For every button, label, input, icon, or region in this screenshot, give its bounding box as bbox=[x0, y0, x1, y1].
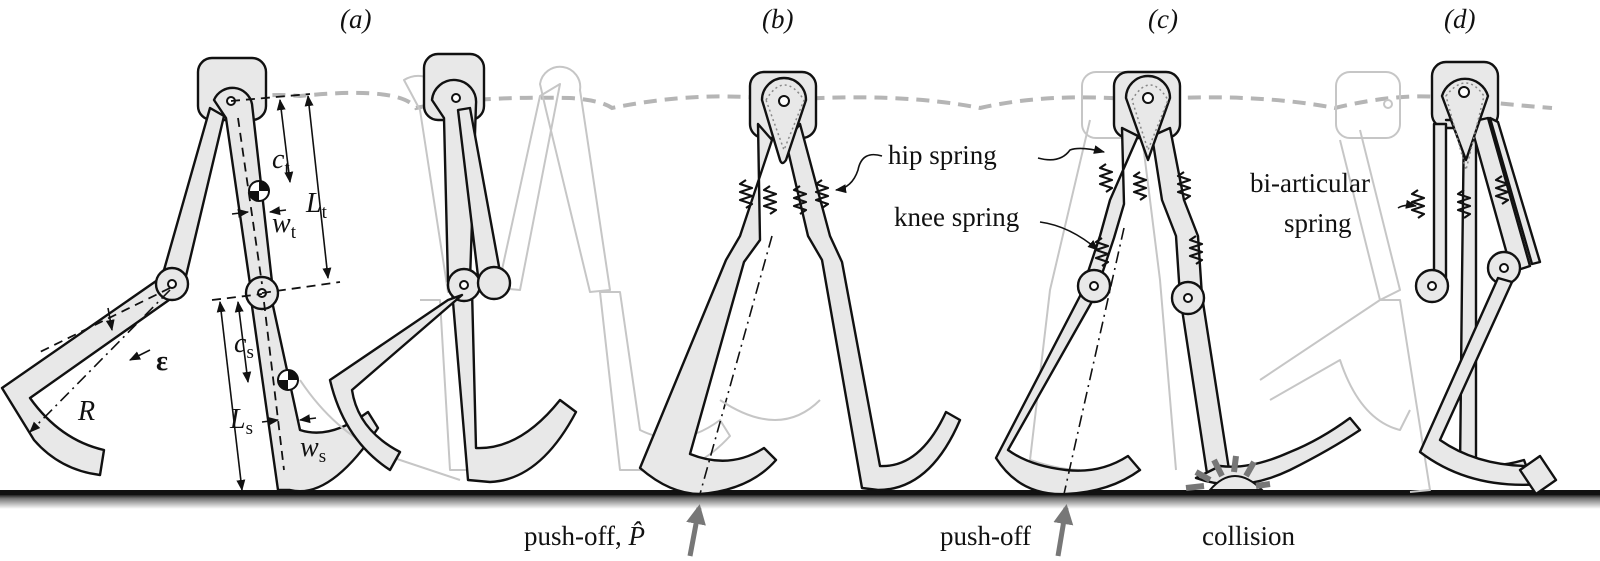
panel-label-c: (c) bbox=[1148, 4, 1178, 34]
rear-leg bbox=[638, 122, 778, 496]
push-off-line-b bbox=[699, 235, 773, 495]
label-epsilon: ε bbox=[156, 346, 168, 377]
panel-label-b: (b) bbox=[762, 4, 793, 34]
swing-knee-joint bbox=[167, 279, 177, 289]
rear-leg-c bbox=[994, 126, 1142, 496]
bi-articular-label-line2: spring bbox=[1284, 208, 1352, 238]
label-L-t: Lt bbox=[305, 188, 328, 223]
front-leg bbox=[784, 122, 962, 492]
knee-spring-label: knee spring bbox=[894, 202, 1019, 232]
swing-thigh bbox=[162, 106, 226, 278]
bi-articular-label-line1: bi-articular bbox=[1250, 168, 1370, 198]
swing-leg-d bbox=[1418, 276, 1544, 486]
ghost-poses-d bbox=[1259, 71, 1431, 493]
event-annotations: push-off, P̂ push-off collision bbox=[524, 504, 1295, 557]
panel-c-model bbox=[994, 70, 1411, 496]
label-c-s: cs bbox=[234, 328, 254, 363]
label-R: R bbox=[77, 396, 95, 427]
label-w-t: wt bbox=[272, 208, 297, 243]
hip-spring-b4 bbox=[814, 179, 830, 209]
panel-a-model bbox=[0, 56, 380, 493]
panel-a-pose2 bbox=[328, 52, 578, 484]
hip-spring-label: hip spring bbox=[888, 140, 997, 170]
collision-label: collision bbox=[1202, 521, 1295, 551]
ground bbox=[0, 490, 1600, 509]
stance-shank-foot bbox=[248, 290, 380, 493]
symbol-labels: ct Lt wt cs Ls ws ε R bbox=[77, 144, 328, 467]
bi-articular-spring-d1 bbox=[1410, 189, 1426, 219]
hip-spring-b3 bbox=[792, 185, 808, 215]
panel-label-d: (d) bbox=[1444, 4, 1475, 34]
panel-label-a: (a) bbox=[340, 4, 371, 34]
push-off-hat-label: push-off, P̂ bbox=[524, 521, 645, 551]
panel-d-model bbox=[1410, 60, 1558, 496]
panel-labels: (a) (b) (c) (d) bbox=[340, 4, 1475, 34]
push-off-force-arrow-b bbox=[686, 504, 706, 557]
label-w-s: ws bbox=[300, 432, 326, 467]
stance-thigh bbox=[212, 86, 274, 286]
label-L-s: Ls bbox=[229, 404, 253, 439]
hip-spring-b2 bbox=[762, 185, 778, 215]
label-c-t: ct bbox=[272, 144, 290, 179]
thigh-com-marker bbox=[248, 180, 270, 202]
bi-articular-tendon-d bbox=[1432, 122, 1448, 286]
push-off-line-c bbox=[1063, 227, 1125, 495]
panel-b-model bbox=[638, 70, 962, 496]
hip-spring-b1 bbox=[738, 179, 754, 209]
swing-shank-foot bbox=[0, 268, 188, 477]
spring-annotations: hip spring knee spring bi-articular spri… bbox=[834, 140, 1418, 251]
push-off-label: push-off bbox=[940, 521, 1031, 551]
shank-com-marker bbox=[277, 369, 299, 391]
push-off-force-arrow-c bbox=[1053, 504, 1074, 557]
hip-joint-b bbox=[778, 95, 790, 107]
collision-impact-marks bbox=[1185, 455, 1271, 491]
